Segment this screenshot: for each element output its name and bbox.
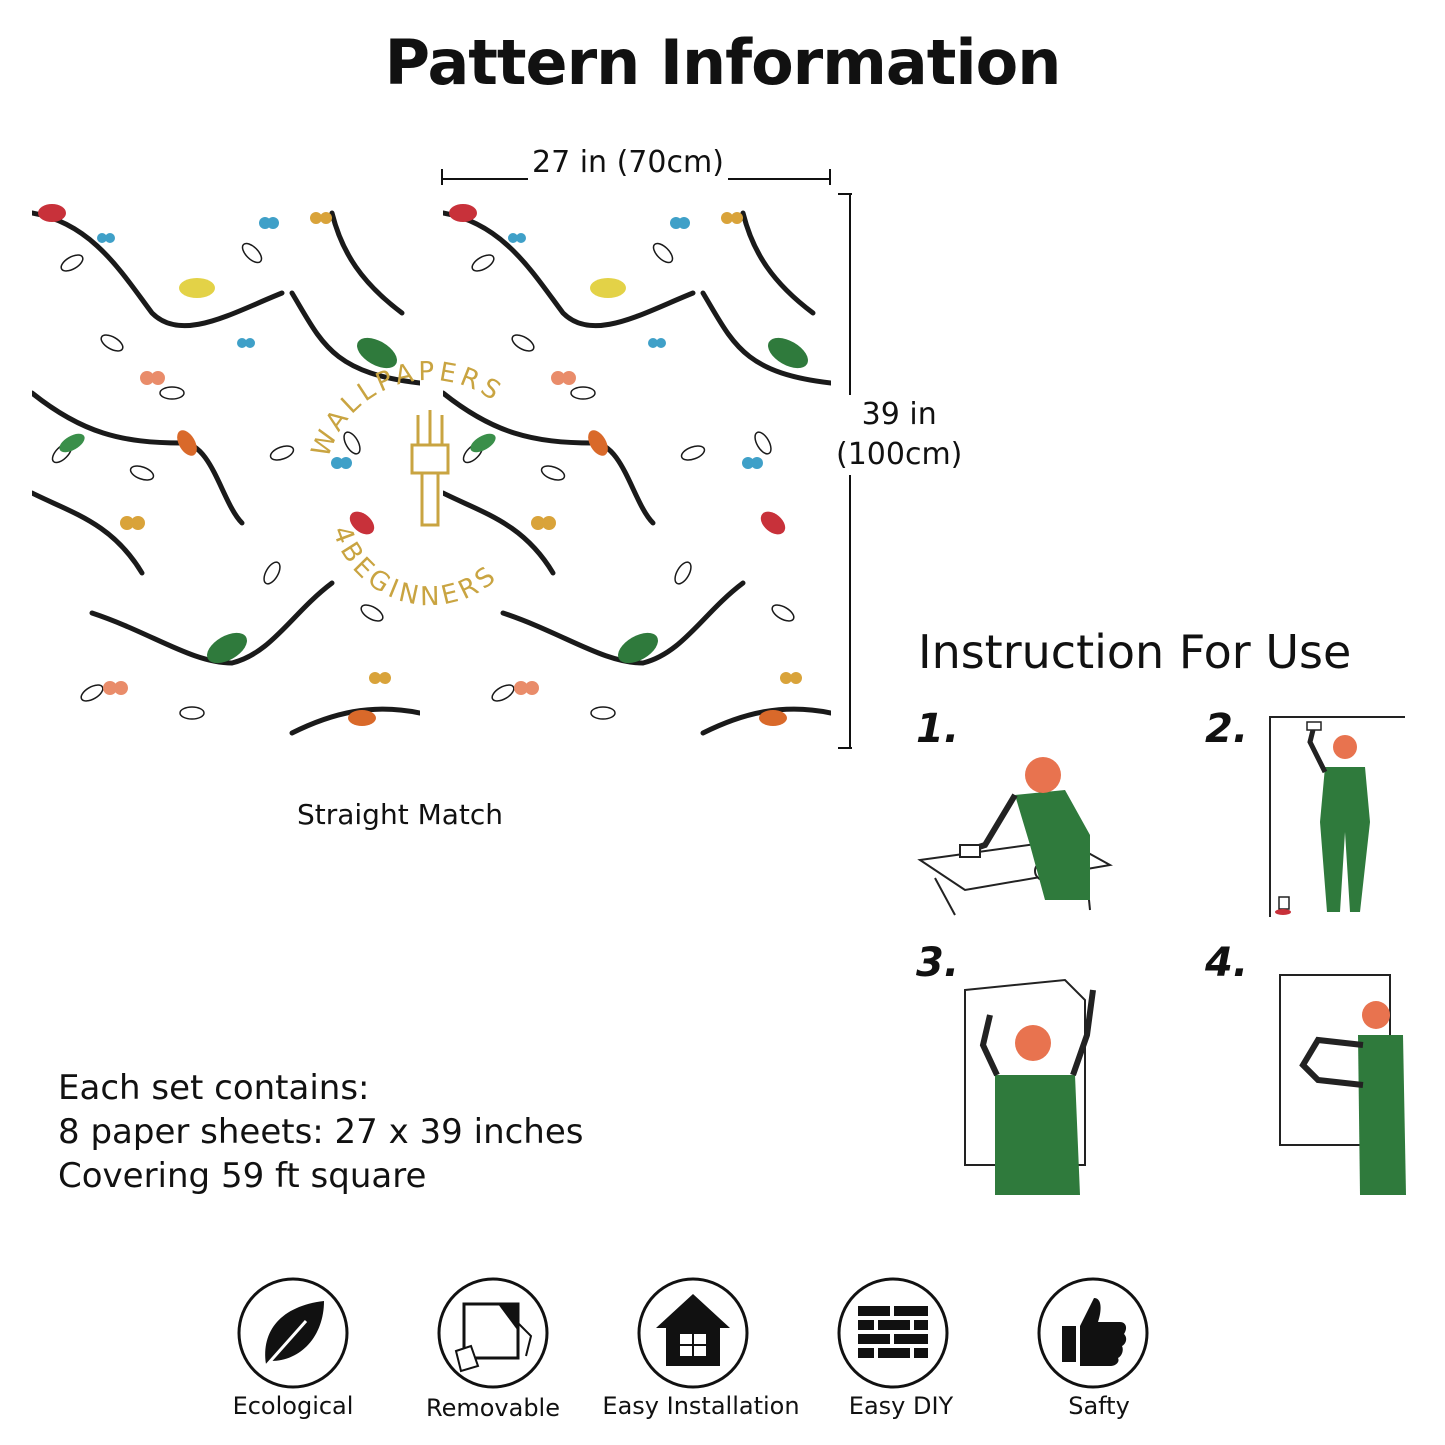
thumbs-up-icon <box>1037 1277 1149 1389</box>
pattern-panel-right <box>443 193 831 748</box>
feature-label-safty: Safty <box>1068 1392 1130 1420</box>
leaf-icon <box>237 1277 349 1389</box>
step-4-smooth-sheet-illustration <box>1279 974 1406 1195</box>
contents-line-3: Covering 59 ft square <box>58 1156 427 1196</box>
step-3-hang-sheet-illustration <box>964 978 1096 1195</box>
feature-label-easy-diy: Easy DIY <box>848 1392 954 1420</box>
pattern-panel-left <box>32 193 420 748</box>
feature-label-easy-installation: Easy Installation <box>602 1392 800 1420</box>
house-icon <box>637 1277 749 1389</box>
match-type-caption: Straight Match <box>296 798 504 831</box>
page-title: Pattern Information <box>384 26 1062 99</box>
step-4-number: 4. <box>1205 940 1249 986</box>
height-label-inches: 39 in <box>861 397 937 432</box>
bird-branch-pattern <box>32 204 420 736</box>
height-label: 39 in (100cm) <box>836 395 963 475</box>
width-label: 27 in (70cm) <box>528 145 728 180</box>
svg-text:4BEGINNERS: 4BEGINNERS <box>326 522 504 612</box>
step-2-brush-wall-illustration <box>1269 716 1405 917</box>
step-1-paste-illustration <box>917 757 1113 916</box>
set-contents: Each set contains: 8 paper sheets: 27 x … <box>58 1066 584 1198</box>
svg-text:WALLPAPERS: WALLPAPERS <box>306 357 509 461</box>
contents-line-1: Each set contains: <box>58 1068 370 1108</box>
step-3-number: 3. <box>916 940 960 986</box>
bird-branch-pattern <box>443 204 831 736</box>
brick-wall-icon <box>837 1277 949 1389</box>
feature-label-removable: Removable <box>425 1394 560 1422</box>
height-label-cm: (100cm) <box>836 437 963 472</box>
step-2-number: 2. <box>1205 706 1249 752</box>
feature-label-ecological: Ecological <box>232 1392 354 1420</box>
instructions-title: Instruction For Use <box>918 625 1352 679</box>
watermark-logo: WALLPAPERS 4BEGINNERS <box>306 357 509 612</box>
peel-icon <box>437 1277 549 1389</box>
contents-line-2: 8 paper sheets: 27 x 39 inches <box>58 1112 584 1152</box>
step-1-number: 1. <box>916 706 960 752</box>
